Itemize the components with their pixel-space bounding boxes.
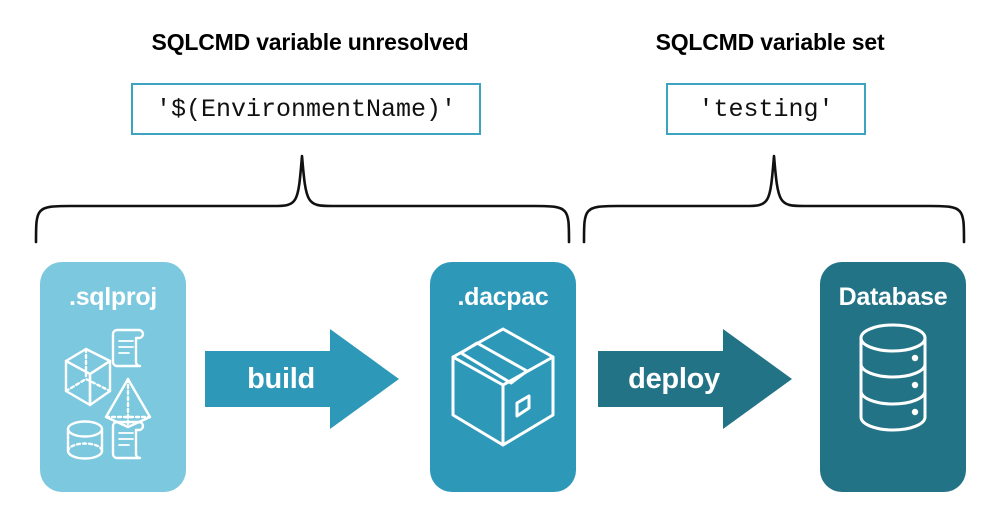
stage-label-sqlproj: .sqlproj — [69, 283, 157, 311]
arrow-right-icon — [205, 329, 399, 429]
stage-label-database: Database — [838, 283, 948, 311]
stage-label-dacpac: .dacpac — [457, 283, 549, 311]
value-box-testing: 'testing' — [666, 83, 866, 135]
brace-right-icon — [582, 154, 966, 244]
arrow-right-icon — [598, 329, 792, 429]
value-box-environment-name: '$(EnvironmentName)' — [131, 83, 481, 135]
stage-card-sqlproj[interactable]: .sqlproj — [40, 262, 186, 492]
sql-objects-icon — [40, 317, 186, 492]
heading-sqlcmd-variable-unresolved: SQLCMD variable unresolved — [151, 29, 469, 55]
database-cylinder-icon — [820, 317, 966, 492]
heading-sqlcmd-variable-set: SQLCMD variable set — [655, 29, 885, 55]
brace-left-icon — [34, 154, 571, 244]
stage-card-database[interactable]: Database — [820, 262, 966, 492]
arrow-build: build — [205, 327, 401, 431]
arrow-deploy: deploy — [598, 327, 794, 431]
package-box-icon — [430, 317, 576, 492]
stage-card-dacpac[interactable]: .dacpac — [430, 262, 576, 492]
